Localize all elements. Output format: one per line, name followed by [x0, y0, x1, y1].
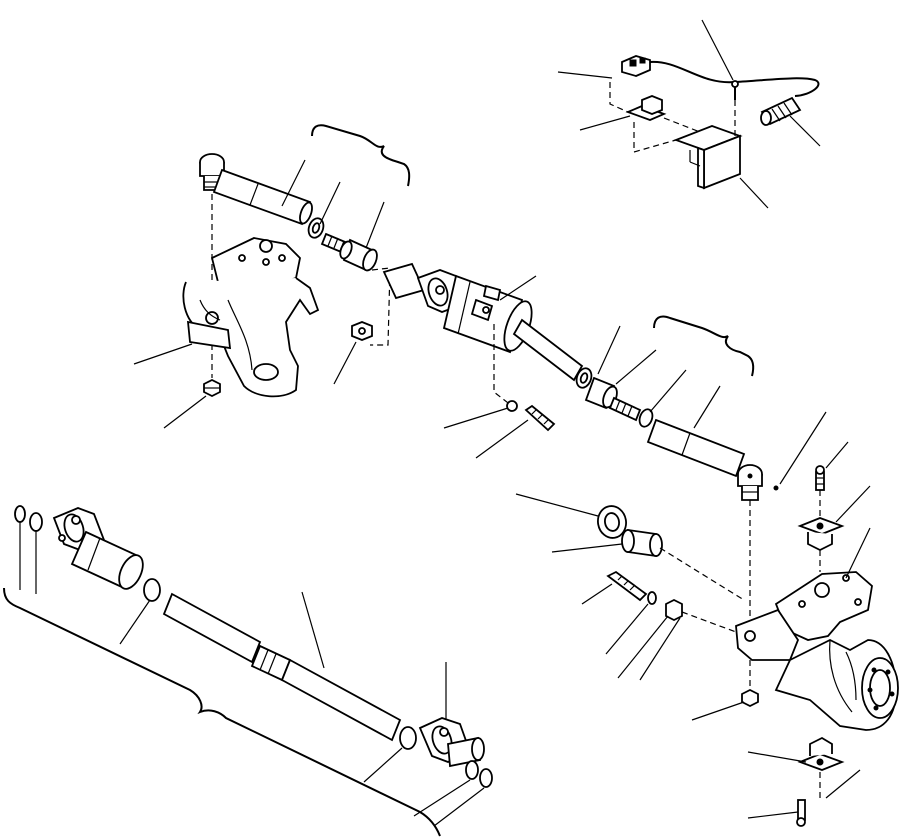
sensor-clip	[625, 95, 667, 121]
lower-locknut	[638, 408, 654, 428]
kingpin-cap-bottom	[797, 736, 845, 771]
lower-tie-rod-group	[575, 315, 763, 690]
sensor-mount-bracket	[673, 125, 743, 190]
sensor-bracket-group	[557, 19, 821, 209]
piston-rod	[162, 591, 402, 742]
cylinder-bolt	[443, 400, 556, 459]
cylinder-assembly	[3, 505, 493, 837]
left-knuckle-nut	[203, 378, 221, 398]
upper-tie-rod-group	[199, 124, 411, 378]
bottom-brace	[3, 587, 441, 837]
kingpin-bolt-top	[815, 465, 825, 491]
cylinder-o-ring	[119, 578, 161, 645]
upper-tie-tube	[212, 168, 313, 226]
seal-ring	[515, 493, 627, 539]
knuckle-bolt	[581, 570, 737, 681]
upper-locknut	[307, 217, 325, 239]
rod-end-clevis	[418, 662, 485, 768]
cylinder-barrel	[70, 530, 144, 590]
lower-ball-joint	[737, 464, 763, 501]
lower-washer	[575, 367, 593, 389]
left-steering-knuckle	[133, 237, 320, 429]
lower-tie-tube	[646, 418, 746, 478]
rod-end-nut	[333, 321, 373, 385]
sensor-screw	[731, 80, 739, 100]
right-knuckle-nut	[741, 688, 759, 708]
lower-threaded-stud	[608, 396, 642, 422]
kingpin-bolt-bottom	[796, 799, 806, 827]
steering-cylinder	[382, 262, 584, 407]
kingpin-cap-top	[797, 517, 845, 552]
lower-brace	[653, 315, 755, 377]
right-steering-knuckle	[691, 411, 899, 827]
sensor-connector	[621, 55, 651, 77]
upper-brace	[311, 124, 411, 187]
rod-o-ring	[363, 726, 417, 783]
snap-ring-left	[14, 505, 43, 594]
bushing	[551, 528, 745, 601]
upper-rod-end	[339, 238, 378, 272]
snap-ring-right	[413, 760, 493, 827]
grease-fitting	[773, 485, 779, 491]
sensor-body	[760, 96, 802, 126]
sensor-cable	[649, 60, 820, 97]
